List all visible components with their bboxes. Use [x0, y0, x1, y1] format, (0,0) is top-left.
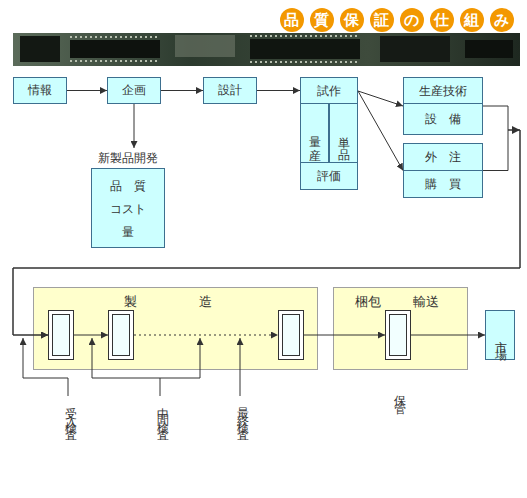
process-box: 市場 [485, 310, 515, 360]
box-label: 情報 [28, 82, 52, 99]
flow-arrow [13, 130, 520, 335]
note-item: 量 [92, 221, 164, 244]
note-item: 品質 [92, 175, 164, 198]
note-body-frame: 品質コスト量 [91, 168, 165, 248]
flow-arrow [358, 91, 403, 106]
cell-label: 設備 [413, 111, 473, 128]
page-title: 品質保証の仕組み [284, 12, 524, 28]
box-label: 企画 [122, 82, 146, 99]
process-box: 試作量産単品評価 [300, 77, 358, 190]
flow-arrow [161, 90, 203, 91]
box-heading: 試作 [301, 78, 357, 104]
inspection-label: 中間検査 [154, 398, 171, 426]
process-box: 情報 [13, 77, 67, 104]
inspection-point-box [108, 310, 134, 360]
stage-band: 製造 [33, 287, 318, 370]
chip-shape [70, 40, 160, 58]
inspection-point-box [278, 310, 304, 360]
process-cell: 購買 [403, 170, 483, 198]
chip-shape [380, 36, 450, 62]
box-label: 設計 [218, 82, 242, 99]
inspection-label: 最終検査 [234, 398, 251, 426]
flow-arrow [411, 335, 485, 336]
flow-arrow [358, 91, 403, 171]
flow-arrow [134, 104, 135, 148]
leader-line [240, 338, 241, 396]
leader-line [160, 378, 161, 396]
process-box: 企画 [107, 77, 161, 104]
chip-pins [70, 36, 360, 62]
box-heading: 外注 [404, 144, 482, 171]
chip-shape [250, 39, 360, 59]
process-cell: 設備 [403, 103, 483, 135]
cell-label: 評価 [317, 168, 341, 185]
cell-label: 量産 [306, 115, 323, 151]
cell-label: 単品 [335, 115, 352, 151]
chip-shape [465, 40, 513, 58]
process-box: 生産技術設備 [403, 77, 483, 135]
band-heading: 製造 [124, 293, 274, 311]
box-heading: 生産技術 [404, 78, 482, 104]
board-highlight [175, 35, 235, 57]
process-box: 設計 [203, 77, 257, 104]
inspection-label: 保管 [391, 386, 408, 400]
inspection-label: 受入検査 [62, 398, 79, 426]
flow-arrow [74, 335, 108, 336]
stage-band: 梱包 輸送 [333, 287, 468, 370]
flow-arrow [304, 335, 385, 336]
process-box: 外注購買 [403, 143, 483, 198]
leader-line [200, 338, 201, 378]
note-heading: 新製品開発 [91, 148, 165, 168]
flow-arrow [13, 106, 520, 335]
merge-arrow-head [512, 126, 520, 134]
process-cell: 単品 [329, 103, 358, 163]
box-label: 市場 [492, 323, 509, 347]
process-cell: 量産 [300, 103, 329, 163]
chip-shape [20, 36, 60, 62]
process-cell: 評価 [300, 162, 358, 190]
note-box: 新製品開発品質コスト量 [91, 148, 165, 248]
flow-arrow [257, 90, 300, 91]
inspection-point-box [385, 310, 411, 360]
leader-line [23, 338, 68, 396]
cell-label: 購買 [413, 176, 473, 193]
leader-line [92, 378, 200, 379]
note-item: コスト [92, 198, 164, 221]
band-heading: 梱包 輸送 [355, 293, 439, 311]
flow-arrow [67, 90, 107, 91]
circuit-banner [13, 33, 520, 66]
leader-line [92, 338, 93, 378]
flow-arrow [134, 335, 278, 336]
inspection-point-box [48, 310, 74, 360]
